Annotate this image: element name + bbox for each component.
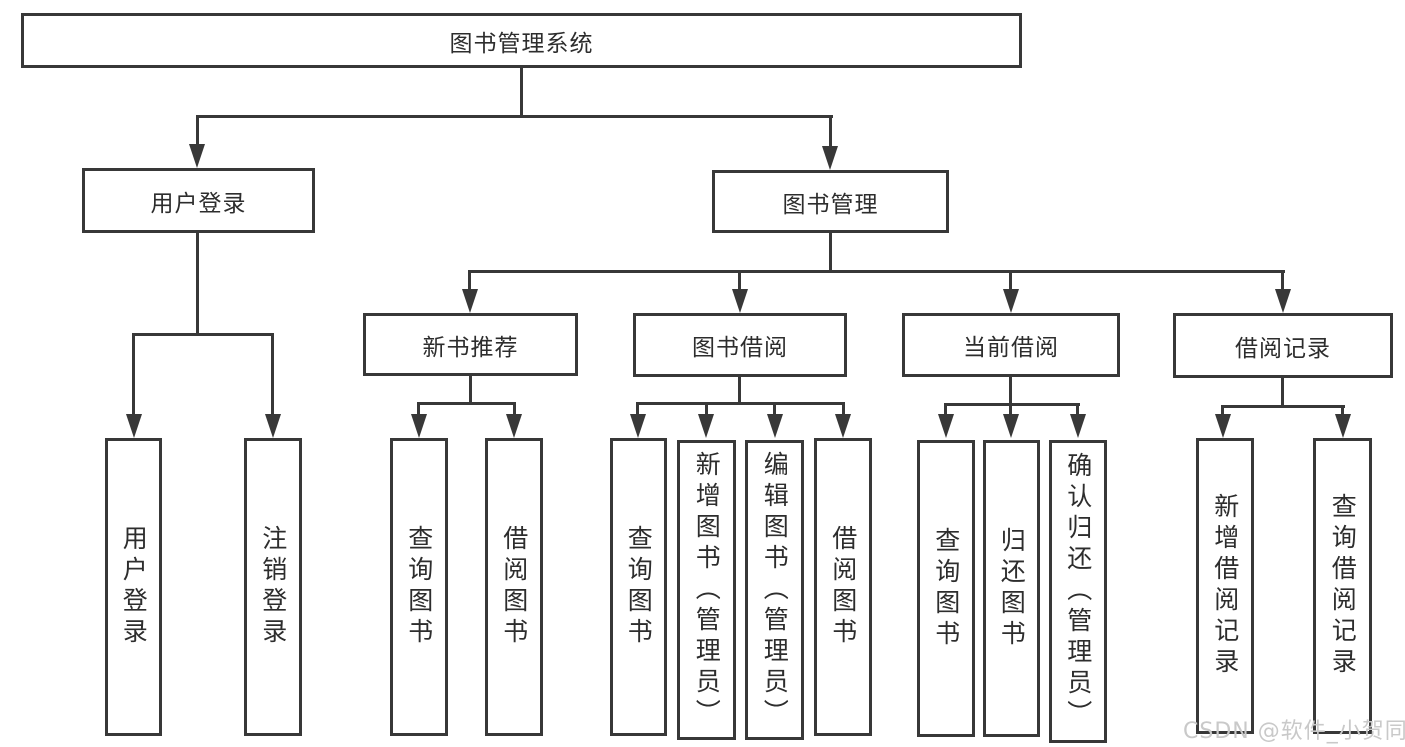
leaf-label: 查询借阅记录: [1328, 493, 1358, 679]
node-cb-return-books: 归还图书: [983, 440, 1040, 737]
node-book-management: 图书管理: [712, 170, 949, 233]
node-nb-query-books: 查询图书: [390, 438, 448, 736]
connector-book-mgmt-rail: [468, 270, 1285, 273]
connector-br-stem: [1281, 378, 1284, 407]
connector-bb-borrow-drop: [842, 402, 845, 415]
node-book-borrow: 图书借阅: [633, 313, 847, 377]
node-library-management-system: 图书管理系统: [21, 13, 1022, 68]
arrowhead-br-query: [1335, 414, 1351, 438]
node-cb-confirm-return: 确认归还（管理员）: [1049, 440, 1107, 743]
node-borrow-records: 借阅记录: [1173, 313, 1393, 378]
arrowhead-book-borrow: [732, 289, 748, 313]
arrowhead-current-borrow: [1003, 289, 1019, 313]
node-logout-leaf: 注销登录: [244, 438, 302, 736]
node-new-book-recommend: 新书推荐: [363, 313, 578, 376]
connector-bb-add-drop: [705, 402, 708, 415]
connector-br-rail: [1221, 405, 1345, 408]
connector-login-leaf-drop: [132, 333, 135, 414]
connector-user-login-drop: [196, 115, 199, 145]
leaf-label: 用户登录: [119, 525, 149, 649]
arrowhead-nb-query: [411, 414, 427, 438]
connector-user-login-rail: [132, 333, 274, 336]
connector-nb-rail: [417, 402, 516, 405]
connector-bb-rail: [636, 402, 845, 405]
connector-cb-return-drop: [1009, 403, 1012, 415]
arrowhead-br-add: [1215, 414, 1231, 438]
connector-root-rail: [196, 115, 833, 118]
leaf-label: 查询图书: [624, 525, 654, 649]
arrowhead-borrow-record: [1275, 289, 1291, 313]
connector-cb-rail: [944, 403, 1080, 406]
connector-cb-query-drop: [944, 403, 947, 415]
leaf-label: 借阅图书: [499, 525, 529, 649]
leaf-label: 新增图书（管理员）: [692, 450, 722, 730]
leaf-label: 查询图书: [404, 525, 434, 649]
csdn-watermark: CSDN @软件_小贺同学: [1183, 719, 1405, 744]
leaf-label: 注销登录: [258, 525, 288, 649]
node-user-login: 用户登录: [82, 168, 315, 233]
leaf-label: 新增借阅记录: [1210, 493, 1240, 679]
arrowhead-book-mgmt: [822, 146, 838, 170]
connector-cb-confirm-drop: [1076, 403, 1079, 415]
arrowhead-login-leaf: [126, 414, 142, 438]
connector-bb-edit-drop: [773, 402, 776, 415]
node-br-query-record: 查询借阅记录: [1313, 438, 1372, 734]
arrowhead-cb-query: [938, 414, 954, 438]
arrowhead-logout-leaf: [265, 414, 281, 438]
arrowhead-bb-edit: [767, 414, 783, 438]
leaf-label: 查询图书: [931, 526, 961, 651]
node-nb-borrow-books: 借阅图书: [485, 438, 543, 736]
node-cb-query-books: 查询图书: [917, 440, 975, 737]
arrowhead-nb-borrow: [506, 414, 522, 438]
leaf-label: 确认归还（管理员）: [1063, 452, 1093, 731]
leaf-label: 借阅图书: [828, 525, 858, 649]
connector-nb-borrow-drop: [513, 402, 516, 415]
connector-br-add-drop: [1221, 405, 1224, 415]
connector-bb-query-drop: [636, 402, 639, 415]
connector-new-book-drop: [468, 270, 471, 290]
leaf-label: 归还图书: [997, 526, 1027, 651]
connector-br-query-drop: [1341, 405, 1344, 415]
node-bb-add-books: 新增图书（管理员）: [677, 440, 736, 740]
arrowhead-bb-add: [698, 414, 714, 438]
arrowhead-bb-query: [630, 414, 646, 438]
node-bb-query-books: 查询图书: [610, 438, 667, 736]
leaf-label: 编辑图书（管理员）: [760, 450, 790, 730]
arrowhead-cb-confirm: [1070, 414, 1086, 438]
node-bb-borrow-books: 借阅图书: [814, 438, 872, 736]
connector-cb-stem: [1009, 377, 1012, 406]
connector-book-borrow-drop: [738, 270, 741, 290]
connector-borrow-record-drop: [1281, 270, 1284, 290]
connector-nb-query-drop: [417, 402, 420, 415]
arrowhead-bb-borrow: [835, 414, 851, 438]
connector-logout-leaf-drop: [271, 333, 274, 414]
node-br-add-record: 新增借阅记录: [1196, 438, 1254, 734]
connector-nb-stem: [469, 376, 472, 404]
node-bb-edit-books: 编辑图书（管理员）: [745, 440, 804, 740]
connector-user-login-stem: [196, 233, 199, 336]
node-user-login-leaf: 用户登录: [105, 438, 162, 736]
connector-book-mgmt-drop: [829, 115, 832, 147]
arrowhead-cb-return: [1003, 414, 1019, 438]
connector-current-borrow-drop: [1009, 270, 1012, 290]
connector-bb-stem: [738, 377, 741, 404]
node-current-borrow: 当前借阅: [902, 313, 1120, 377]
arrowhead-new-book: [462, 289, 478, 313]
connector-root-stem: [520, 68, 523, 118]
connector-book-mgmt-stem: [829, 233, 832, 273]
arrowhead-user-login: [189, 144, 205, 168]
